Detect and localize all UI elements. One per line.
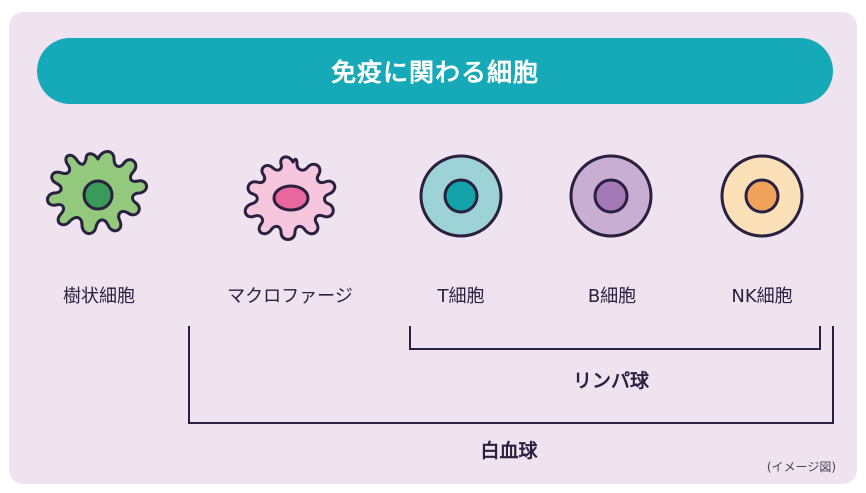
diagram-title: 免疫に関わる細胞 <box>330 58 539 87</box>
cell-label-dendritic: 樹状細胞 <box>63 286 135 307</box>
t-cell-icon <box>419 154 503 238</box>
lymphocyte-bracket <box>409 326 821 350</box>
macrophage-icon <box>243 155 337 241</box>
white-blood-cell-bracket <box>188 326 834 424</box>
b-cell-icon <box>569 154 653 238</box>
cell-label-b-cell: B細胞 <box>587 286 637 307</box>
image-note: (イメージ図) <box>766 460 836 474</box>
dendritic-cell-icon <box>46 150 148 235</box>
cell-label-macrophage: マクロファージ <box>227 286 353 307</box>
cell-label-t-cell: T細胞 <box>437 286 485 307</box>
lymphocyte-label: リンパ球 <box>572 370 650 392</box>
nk-cell-icon <box>720 154 804 238</box>
white-blood-cell-label: 白血球 <box>480 440 538 462</box>
cell-label-nk-cell: NK細胞 <box>731 286 793 307</box>
title-bar: 免疫に関わる細胞 <box>37 38 833 104</box>
